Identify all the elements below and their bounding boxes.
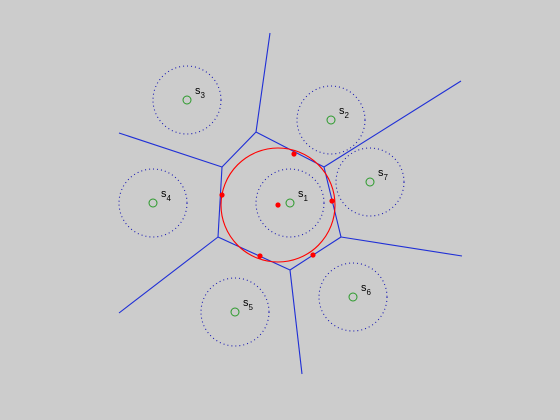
site-circle-s7 [335,147,405,217]
site-label-s4: s4 [161,188,172,203]
site-label-s3: s3 [195,85,206,100]
site-label-s7: s7 [378,167,389,182]
site-marker-s3 [182,95,192,105]
voronoi-ray-edge [289,269,303,375]
site-circle-s2 [296,85,366,155]
site-circle-s6 [318,262,388,332]
site-marker-s4 [148,198,158,208]
site-circle-s4 [118,168,188,238]
voronoi-cell-edge [289,236,342,271]
voronoi-ray-edge [118,132,223,168]
site-marker-s7 [365,177,375,187]
site-label-s2: s2 [339,105,350,120]
voronoi-cell-edge [221,131,257,168]
tangent-point [329,198,335,204]
site-label-s5: s5 [243,297,254,312]
site-influence-circles [118,65,405,347]
tangent-point [257,253,263,259]
site-circle-s3 [152,65,222,135]
voronoi-ray-edge [323,80,462,168]
largest-empty-circle [219,147,336,263]
voronoi-edges [118,32,463,375]
site-circle-s5 [200,277,270,347]
voronoi-ray-edge [118,236,219,314]
site-label-s6: s6 [361,282,372,297]
site-marker-s2 [326,115,336,125]
site-marker-s5 [230,307,240,317]
voronoi-cell-edge [217,236,291,271]
voronoi-ray-edge [255,32,271,133]
site-marker-s6 [348,292,358,302]
inscribed-circle [220,147,336,263]
tangent-point [291,151,297,157]
site-label-s1: s1 [298,188,309,203]
site-marker-s1 [285,198,295,208]
tangent-point [219,192,225,198]
inscribed-circle-center [275,202,281,208]
voronoi-sites: s1 s2 s3 s4 s5 s6 s7 [148,85,389,317]
voronoi-ray-edge [340,236,463,257]
voronoi-cell-edge [217,166,223,238]
site-circle-s1 [255,168,325,238]
tangent-point [310,252,316,258]
